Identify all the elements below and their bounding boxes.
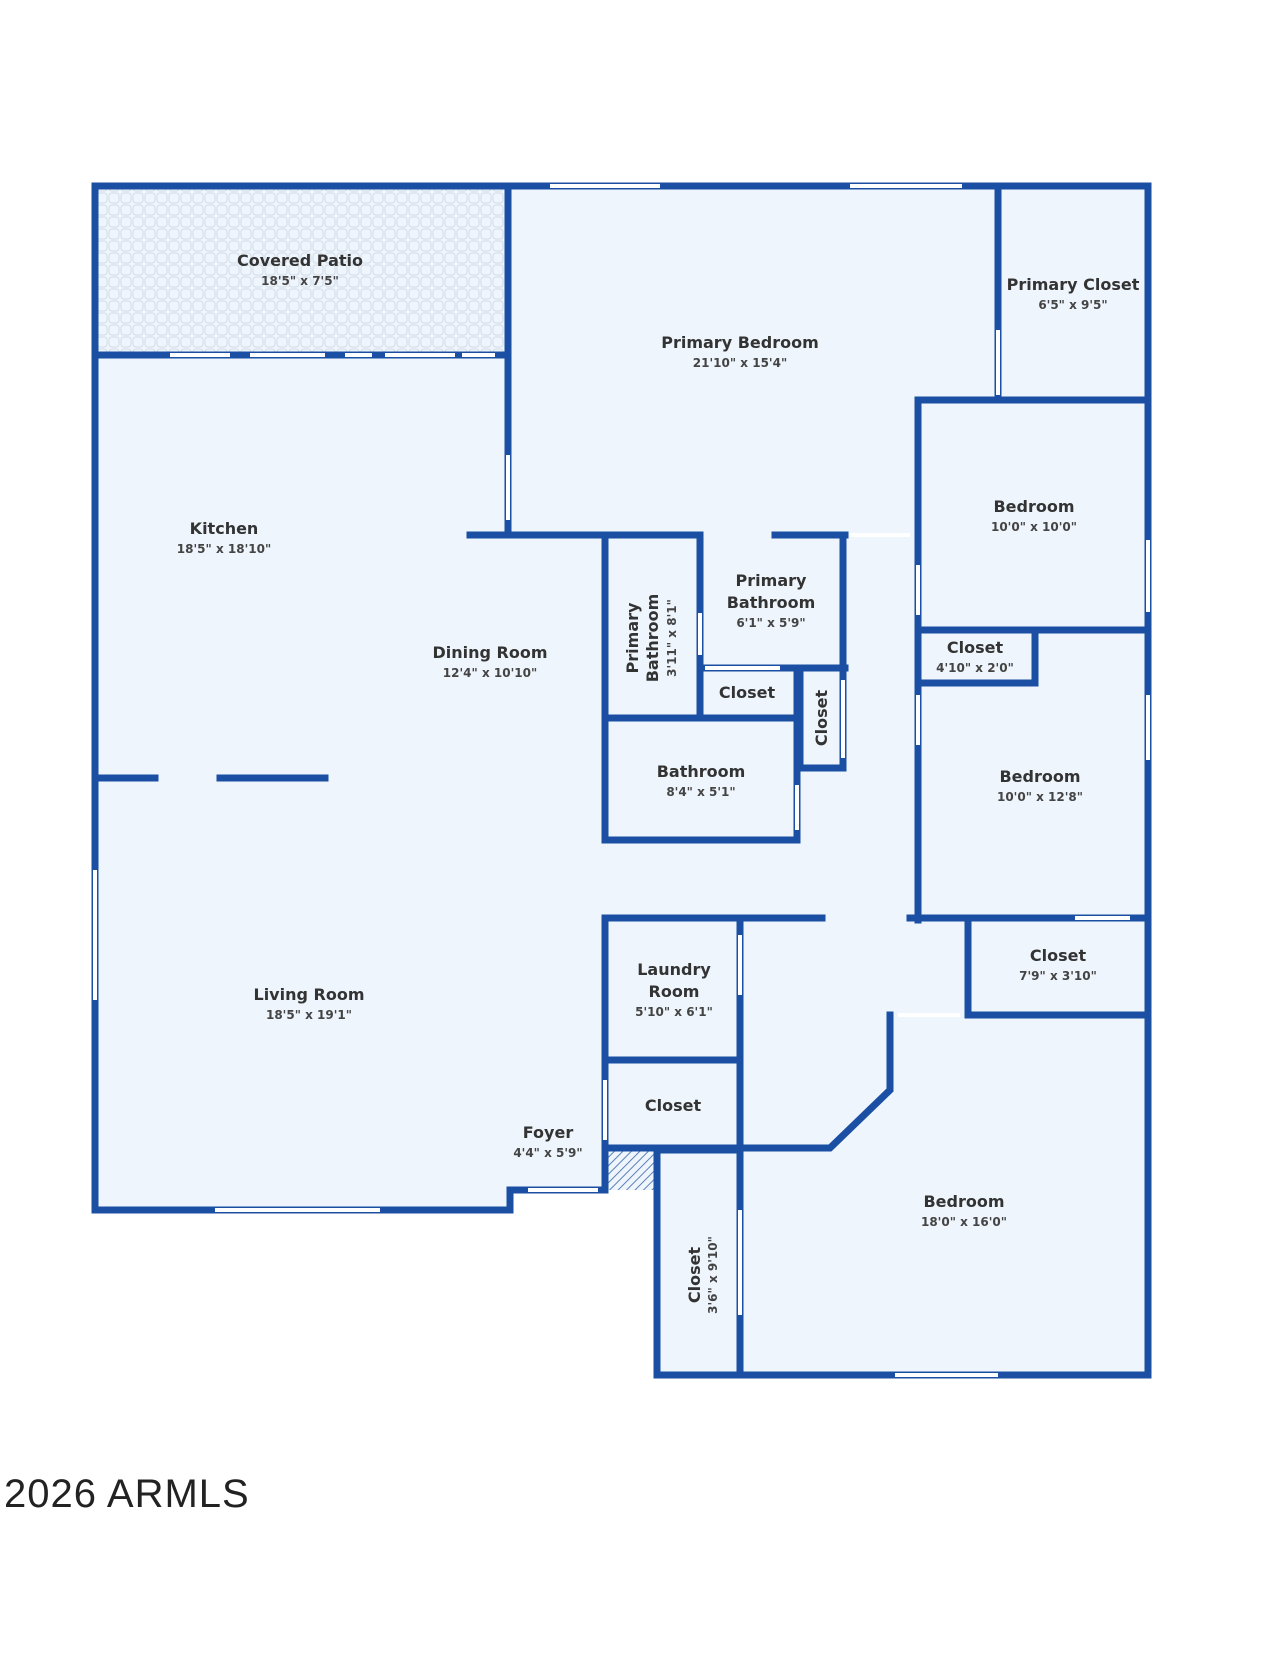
room-name: Closet	[685, 1247, 704, 1304]
room-name: Closet	[719, 683, 776, 702]
hatched-area	[608, 1151, 655, 1190]
room-dim: 18'5" x 18'10"	[177, 542, 271, 556]
room-dim: 6'5" x 9'5"	[1038, 298, 1107, 312]
patio-floor	[95, 186, 508, 355]
room-name: Dining Room	[432, 643, 547, 662]
room-dim: 4'10" x 2'0"	[936, 661, 1014, 675]
room-name: Laundry	[637, 960, 711, 979]
room-dim: 8'4" x 5'1"	[666, 785, 735, 799]
room-name: Bedroom	[923, 1192, 1004, 1211]
room-dim: 5'10" x 6'1"	[635, 1005, 713, 1019]
windows	[93, 184, 1150, 1377]
room-name: Bedroom	[993, 497, 1074, 516]
room-dim: 7'9" x 3'10"	[1019, 969, 1097, 983]
room-dim: 4'4" x 5'9"	[513, 1146, 582, 1160]
room-name: Bathroom	[657, 762, 746, 781]
room-name: Room	[649, 982, 700, 1001]
room-labels: Covered Patio 18'5" x 7'5" Primary Bedro…	[177, 251, 1140, 1314]
room-dim: 12'4" x 10'10"	[443, 666, 537, 680]
room-name: Closet	[645, 1096, 702, 1115]
room-dim: 21'10" x 15'4"	[693, 356, 787, 370]
interior-floor	[95, 186, 1148, 1375]
room-name: Closet	[812, 690, 831, 747]
room-name: Primary	[736, 571, 807, 590]
room-name: Bathroom	[727, 593, 816, 612]
room-name: Primary	[623, 602, 642, 673]
room-dim: 18'5" x 7'5"	[261, 274, 339, 288]
room-dim: 3'11" x 8'1"	[665, 599, 679, 677]
room-name: Bedroom	[999, 767, 1080, 786]
room-name: Closet	[1030, 946, 1087, 965]
room-name: Kitchen	[190, 519, 259, 538]
room-dim: 6'1" x 5'9"	[736, 616, 805, 630]
room-dim: 18'0" x 16'0"	[921, 1215, 1007, 1229]
room-dim: 3'6" x 9'10"	[706, 1236, 720, 1314]
floor-area	[95, 186, 1148, 1375]
room-name: Primary Bedroom	[661, 333, 819, 352]
room-name: Bathroom	[643, 594, 662, 683]
copyright-text: 2026 ARMLS	[4, 1472, 250, 1516]
room-name: Living Room	[254, 985, 365, 1004]
room-name: Covered Patio	[237, 251, 363, 270]
room-name: Foyer	[523, 1123, 574, 1142]
room-dim: 10'0" x 12'8"	[997, 790, 1083, 804]
room-name: Primary Closet	[1007, 275, 1140, 294]
room-dim: 10'0" x 10'0"	[991, 520, 1077, 534]
room-name: Closet	[947, 638, 1004, 657]
room-dim: 18'5" x 19'1"	[266, 1008, 352, 1022]
